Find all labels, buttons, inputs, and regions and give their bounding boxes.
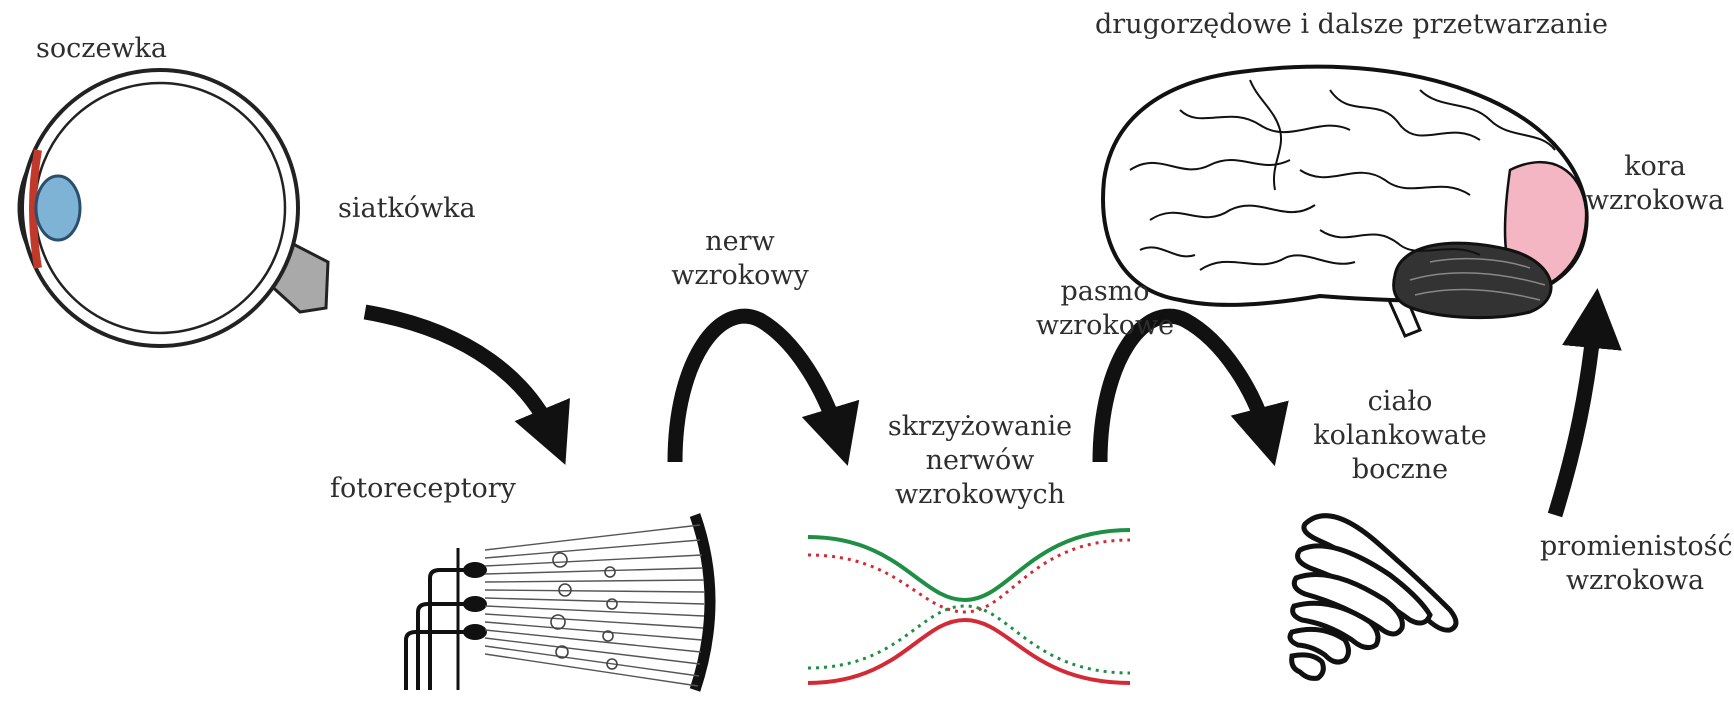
label-optic-chiasm-line2: nerwów [925,445,1035,476]
arrow-lgn-to-cortex [1547,288,1622,518]
label-optic-nerve: nerw wzrokowy [660,225,820,293]
fiber-green-solid [807,528,1131,603]
label-optic-nerve-line1: nerw [705,226,775,257]
label-optic-radiation-line1: promienistość [1540,531,1733,562]
label-lgn-line2: kolankowate [1313,420,1487,451]
label-lgn: ciało kolankowate boczne [1300,385,1500,487]
label-higher-processing: drugorzędowe i dalsze przetwarzanie [1095,9,1608,40]
label-optic-chiasm-line3: wzrokowych [895,479,1065,510]
axon-left [428,568,470,690]
arrow-photoreceptors-to-chiasm [667,308,860,466]
fiber-green-dotted [807,604,1131,675]
label-visual-cortex-line2: wzrokowa [1585,185,1725,216]
label-retina: siatkówka [338,193,476,224]
label-lgn-line1: ciało [1367,386,1433,417]
label-optic-chiasm-line1: skrzyżowanie [887,411,1073,442]
retina-cell-bodies [550,552,618,670]
retina-fibers [484,524,705,687]
optic-chiasm-illustration [807,528,1131,685]
brain-gyri [1129,79,1556,271]
label-photoreceptors: fotoreceptory [330,473,516,504]
eye-lens [34,174,82,242]
label-lgn-line3: boczne [1351,454,1449,485]
fiber-red-solid [807,617,1131,685]
axon-low [404,630,470,690]
fiber-red-dotted [807,538,1131,614]
photoreceptors-illustration [404,513,716,692]
label-optic-nerve-line2: wzrokowy [671,260,809,291]
label-visual-cortex-line1: kora [1624,151,1686,182]
label-optic-radiation: promienistość wzrokowa [1540,530,1733,598]
retina-curved-layer [689,513,716,692]
arrow-retina-to-photoreceptors [363,304,570,465]
brain-illustration [1101,64,1589,338]
pathway-arrows [363,288,1622,518]
cornea [17,167,30,249]
label-visual-cortex: kora wzrokowa [1580,150,1730,218]
eye-illustration [17,68,330,348]
ganglion-cells [463,562,487,640]
iris-red [29,149,42,269]
label-lens: soczewka [36,33,168,64]
label-optic-tract-line1: pasmo [1060,276,1150,307]
label-optic-tract-line2: wzrokowe [1035,310,1175,341]
label-optic-radiation-line2: wzrokowa [1565,565,1705,596]
label-optic-chiasm: skrzyżowanie nerwów wzrokowych [860,410,1100,512]
axon-mid [416,602,470,690]
lgn-illustration [1287,513,1459,681]
arrow-chiasm-to-lgn [1092,308,1289,467]
label-optic-tract: pasmo wzrokowe [1025,275,1185,343]
cerebellum-folia [1409,257,1546,301]
